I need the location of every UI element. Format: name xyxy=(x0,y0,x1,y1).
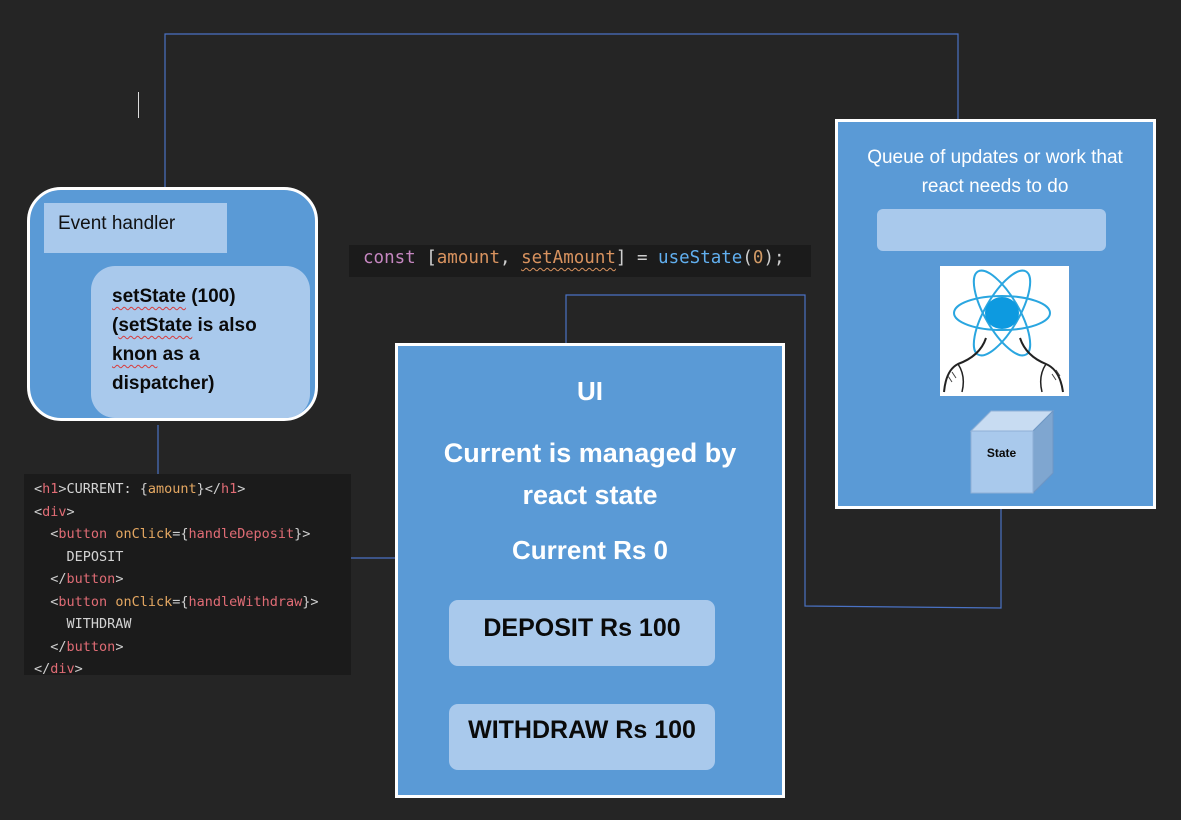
use-state-code: const [amount, setAmount] = useState(0); xyxy=(349,245,811,277)
set-state-arg: (100) xyxy=(185,286,236,307)
onclick-attr: onClick xyxy=(115,526,173,542)
queue-title: Queue of updates or work that react need… xyxy=(845,143,1145,201)
code-line-div-open: <div> xyxy=(34,503,75,520)
h1-tag: h1 xyxy=(42,481,59,497)
code-line-button-close-2: </button> xyxy=(50,638,124,655)
event-handler-label: Event handler xyxy=(44,203,227,253)
paren-open: ( xyxy=(742,248,753,268)
withdraw-button[interactable]: WITHDRAW Rs 100 xyxy=(449,704,715,770)
var-set-amount: setAmount xyxy=(521,248,616,268)
queue-title-line2: react needs to do xyxy=(921,176,1069,197)
code-line-button-close-1: </button> xyxy=(50,571,124,587)
bracket-close: ] = xyxy=(615,248,659,268)
paren-close: ); xyxy=(763,248,785,268)
note-rest: is also xyxy=(192,315,257,336)
fn-use-state: useState xyxy=(658,248,743,268)
code-line-button-deposit: <button onClick={handleDeposit}> xyxy=(50,526,311,542)
amount-var: amount xyxy=(147,481,197,497)
onclick-attr: onClick xyxy=(115,593,173,610)
set-state-word: setState xyxy=(118,315,193,336)
current-text: CURRENT: xyxy=(66,481,140,497)
queue-bar xyxy=(877,209,1106,251)
button-tag: button xyxy=(58,526,108,542)
kw-const: const xyxy=(363,248,416,268)
note-line3-rest: as a xyxy=(157,344,200,365)
connector-handler-to-queue xyxy=(164,33,959,188)
deposit-button[interactable]: DEPOSIT Rs 100 xyxy=(449,600,715,666)
misspelled-word: knon xyxy=(112,344,158,365)
withdraw-text: WITHDRAW xyxy=(66,616,132,632)
text-cursor xyxy=(138,92,139,118)
button-close-tag: button xyxy=(66,638,116,655)
comma: , xyxy=(499,248,522,268)
button-tag: button xyxy=(58,593,108,610)
paren-open: ( xyxy=(112,315,119,336)
div-tag: div xyxy=(42,503,67,520)
ui-title: UI xyxy=(577,376,603,406)
connector-ui-to-queue xyxy=(565,294,1002,609)
ui-subtitle-line2: react state xyxy=(522,480,658,510)
queue-title-line1: Queue of updates or work that xyxy=(867,147,1123,168)
bracket-open: [ xyxy=(415,248,437,268)
set-state-call: setState xyxy=(112,286,186,307)
set-state-note: setState (100) (setState is also knon as… xyxy=(91,266,310,418)
ui-subtitle-line1: Current is managed by xyxy=(443,438,737,468)
code-line-h1: <h1>CURRENT: {amount}</h1> xyxy=(34,481,246,497)
code-line-div-close: </div> xyxy=(34,661,83,677)
handle-deposit: handleDeposit xyxy=(188,526,295,542)
deposit-text: DEPOSIT xyxy=(66,548,124,565)
handle-withdraw: handleWithdraw xyxy=(188,593,303,610)
cube-icon xyxy=(969,409,1055,495)
state-label: State xyxy=(986,446,1017,460)
jsx-code-block: <h1>CURRENT: {amount}</h1> <div> <button … xyxy=(24,474,351,677)
var-amount: amount xyxy=(436,248,500,268)
div-close-tag: div xyxy=(50,661,75,677)
note-line4: dispatcher) xyxy=(112,373,215,394)
react-head-icon xyxy=(940,266,1069,396)
code-line-button-withdraw: <button onClick={handleWithdraw}> xyxy=(50,593,319,610)
code-line-deposit-text: DEPOSIT xyxy=(34,546,351,569)
ui-subtitle: Current is managed by react state xyxy=(420,432,760,516)
current-value: Current Rs 0 xyxy=(511,535,669,565)
h1-close-tag: h1 xyxy=(221,481,238,497)
code-line-withdraw-text: WITHDRAW xyxy=(34,613,351,636)
button-close-tag: button xyxy=(66,571,116,587)
num-zero: 0 xyxy=(752,248,764,268)
